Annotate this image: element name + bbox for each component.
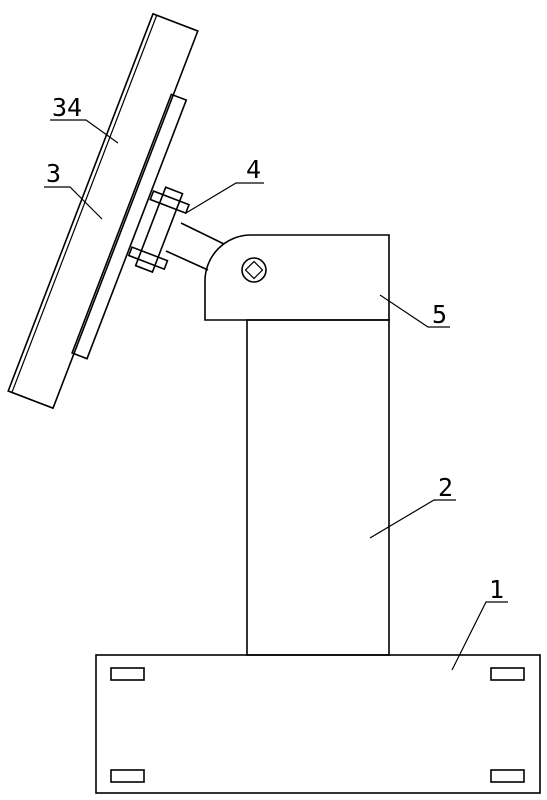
base-slot-bottom-left bbox=[110, 769, 145, 783]
base-plate bbox=[95, 654, 541, 794]
label-34: 34 bbox=[52, 93, 82, 122]
leader-2 bbox=[369, 499, 456, 539]
tilted-panel bbox=[7, 12, 199, 410]
base-slot-bottom-right bbox=[490, 769, 525, 783]
base-slot-top-left bbox=[110, 667, 145, 681]
label-1: 1 bbox=[489, 575, 504, 604]
label-3: 3 bbox=[46, 159, 61, 188]
connecting-arm bbox=[165, 222, 225, 271]
hinge-seat bbox=[204, 234, 390, 321]
leader-5 bbox=[379, 294, 450, 328]
label-4: 4 bbox=[246, 155, 261, 184]
bracket-bolt-upper bbox=[149, 190, 191, 215]
leader-lines bbox=[44, 119, 508, 671]
support-column bbox=[246, 319, 390, 656]
mounting-bracket bbox=[127, 186, 191, 274]
base-slot-top-right bbox=[490, 667, 525, 681]
leader-4 bbox=[185, 182, 264, 214]
hinge-bolt bbox=[241, 257, 267, 283]
label-5: 5 bbox=[432, 300, 447, 329]
leader-3 bbox=[44, 186, 103, 220]
bracket-bolt-lower bbox=[127, 246, 169, 271]
leader-34 bbox=[50, 119, 119, 144]
backing-plate bbox=[71, 93, 188, 360]
label-2: 2 bbox=[438, 473, 453, 502]
leader-1 bbox=[451, 601, 508, 671]
